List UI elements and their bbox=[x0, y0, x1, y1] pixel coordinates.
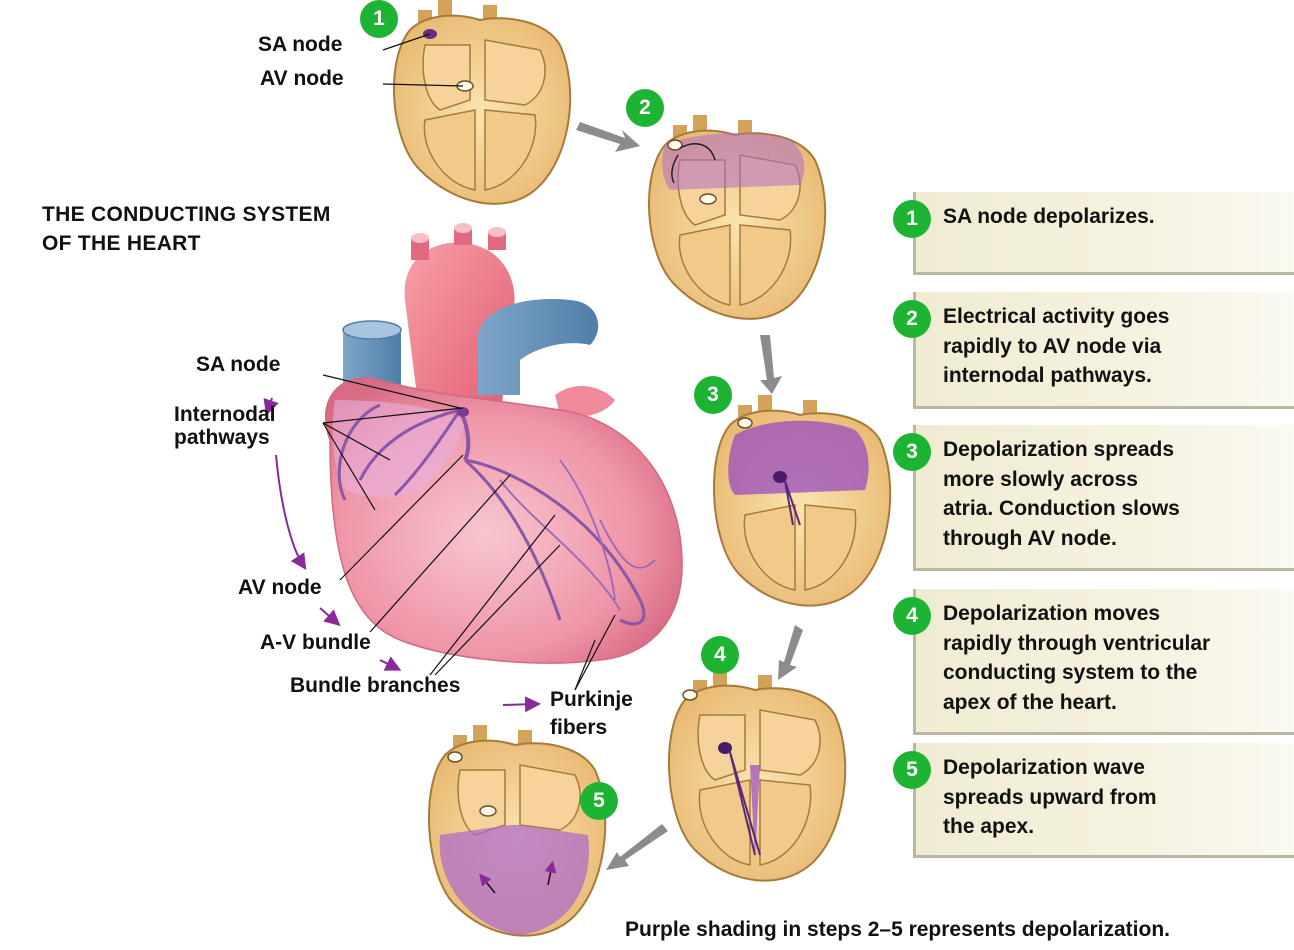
label-pathways: pathways bbox=[174, 426, 270, 449]
label-fibers: fibers bbox=[550, 716, 608, 739]
step-2-line-1: Electrical activity goes bbox=[943, 305, 1170, 328]
step-text-5: Depolarization wave spreads upward from … bbox=[943, 753, 1157, 842]
label-av-node: AV node bbox=[238, 576, 322, 599]
step-badge-5: 5 bbox=[893, 751, 931, 789]
title-line-2: OF THE HEART bbox=[42, 232, 201, 255]
step-panel-1: 1 SA node depolarizes. bbox=[893, 192, 1294, 275]
step-4-line-4: apex of the heart. bbox=[943, 690, 1117, 714]
step-panel-2: 2 Electrical activity goes rapidly to AV… bbox=[893, 292, 1294, 409]
step-panel-3: 3 Depolarization spreads more slowly acr… bbox=[893, 425, 1294, 571]
step-panel-5: 5 Depolarization wave spreads upward fro… bbox=[893, 743, 1294, 858]
step-text-3: Depolarization spreads more slowly acros… bbox=[943, 435, 1180, 553]
heart-step-5 bbox=[427, 725, 607, 937]
heart-step-2 bbox=[648, 115, 827, 320]
step-3-line-4: through AV node. bbox=[943, 526, 1117, 550]
label-bundle-branches: Bundle branches bbox=[290, 674, 461, 697]
sequence-arrows bbox=[576, 122, 803, 870]
label-sa-node-top: SA node bbox=[258, 33, 343, 56]
step-text-2: Electrical activity goes rapidly to AV n… bbox=[943, 302, 1169, 391]
step-badge-1: 1 bbox=[893, 200, 931, 238]
step-2-line-2: rapidly to AV node via bbox=[943, 334, 1162, 358]
heart-step-1 bbox=[393, 0, 572, 205]
main-heart bbox=[324, 223, 683, 664]
step-5-line-2: spreads upward from bbox=[943, 785, 1157, 809]
leader-lines bbox=[322, 33, 616, 691]
step-text-4: Depolarization moves rapidly through ven… bbox=[943, 599, 1210, 717]
heart-step-4 bbox=[667, 670, 847, 882]
heart-badge-2: 2 bbox=[626, 89, 664, 127]
step-3-line-3: atria. Conduction slows bbox=[943, 497, 1180, 520]
label-sa-node: SA node bbox=[196, 353, 281, 376]
heart-badge-3: 3 bbox=[694, 376, 732, 414]
label-av-node-top: AV node bbox=[260, 67, 344, 90]
step-4-line-3: conducting system to the bbox=[943, 661, 1198, 684]
step-5-line-3: the apex. bbox=[943, 815, 1035, 838]
step-badge-4: 4 bbox=[893, 597, 931, 635]
purple-sequence-arrows bbox=[263, 397, 541, 713]
heart-badge-5: 5 bbox=[580, 782, 618, 820]
step-panel-4: 4 Depolarization moves rapidly through v… bbox=[893, 589, 1294, 735]
heart-badge-1: 1 bbox=[360, 0, 398, 38]
label-purkinje: Purkinje bbox=[550, 688, 633, 711]
title-line-1: THE CONDUCTING SYSTEM bbox=[42, 203, 331, 226]
step-badge-3: 3 bbox=[893, 433, 931, 471]
step-3-line-1: Depolarization spreads bbox=[943, 438, 1175, 461]
diagram-title: THE CONDUCTING SYSTEM OF THE HEART bbox=[42, 200, 331, 258]
step-badge-2: 2 bbox=[893, 300, 931, 338]
step-4-line-1: Depolarization moves bbox=[943, 602, 1161, 625]
footer-caption: Purple shading in steps 2–5 represents d… bbox=[625, 918, 1170, 941]
step-3-line-2: more slowly across bbox=[943, 467, 1138, 491]
heart-badge-4: 4 bbox=[701, 636, 739, 674]
step-text-1: SA node depolarizes. bbox=[943, 202, 1155, 232]
label-av-bundle: A-V bundle bbox=[260, 631, 371, 654]
step-4-line-2: rapidly through ventricular bbox=[943, 631, 1211, 655]
step-2-line-3: internodal pathways. bbox=[943, 364, 1152, 387]
step-1-line-1: SA node depolarizes. bbox=[943, 205, 1155, 228]
label-internodal: Internodal bbox=[174, 403, 276, 426]
step-5-line-1: Depolarization wave bbox=[943, 756, 1145, 779]
heart-step-3 bbox=[712, 395, 892, 607]
